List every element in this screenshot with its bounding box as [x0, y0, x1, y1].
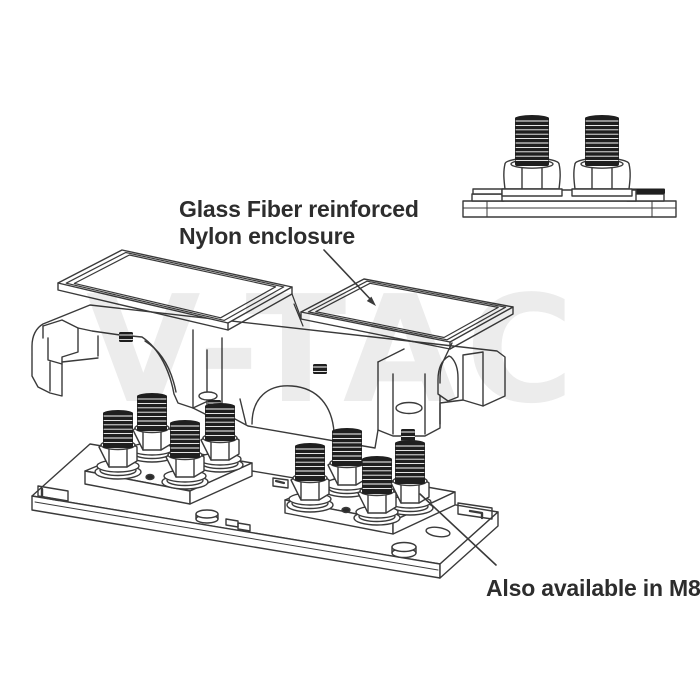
terminal-stud-side	[501, 115, 563, 197]
terminal-stud	[353, 456, 401, 526]
enclosure-annotation-line1: Glass Fiber reinforced	[179, 196, 419, 222]
terminal-stud-side	[571, 115, 633, 197]
terminal-stud	[94, 410, 142, 480]
enclosure-annotation-line2: Nylon enclosure	[179, 223, 355, 249]
m8-annotation: Also available in M8	[486, 575, 700, 601]
leader-arrowhead	[366, 296, 376, 306]
terminal-stud	[286, 443, 334, 513]
leader-lines	[323, 249, 497, 566]
nylon-enclosure-cover	[31, 249, 514, 449]
side-view	[462, 115, 677, 218]
enclosure-annotation: Glass Fiber reinforced Nylon enclosure	[179, 196, 419, 250]
terminal-studs	[94, 393, 434, 526]
terminal-stud	[128, 393, 176, 463]
terminal-stud	[161, 420, 209, 490]
